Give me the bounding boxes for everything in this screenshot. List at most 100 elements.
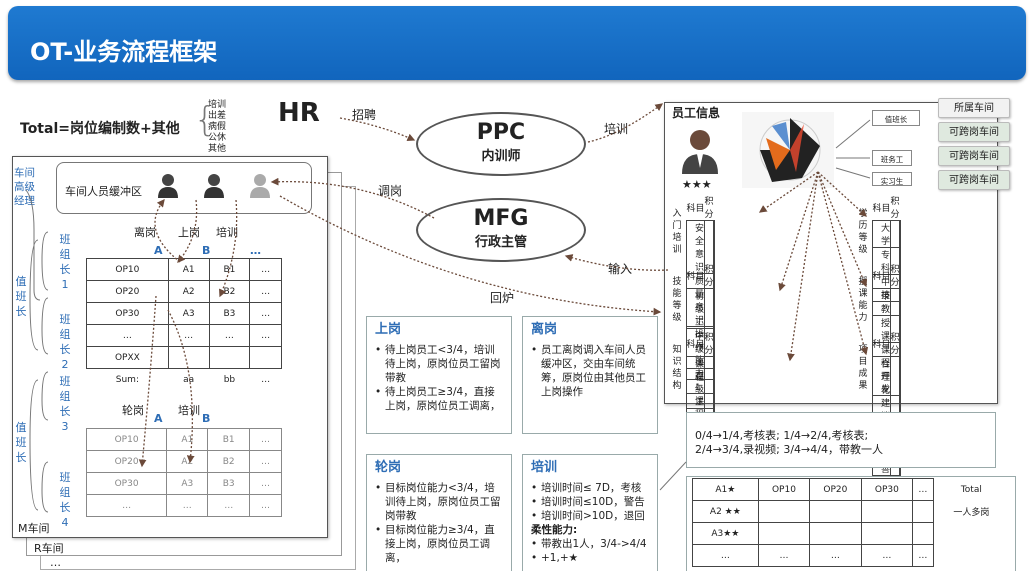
page-title: OT-业务流程框架 [30,38,218,66]
cell: … [860,544,914,567]
mini-worker: 班务工 [872,150,912,166]
score-cell[interactable] [899,288,902,316]
cell: … [85,494,168,517]
cell: A3 [166,472,209,495]
score-cell[interactable] [890,220,901,248]
leave-label: 离岗 [134,226,156,239]
employee-stars: ★★★ [682,178,712,191]
col-more: … [250,244,261,257]
section-label: 学历等级 [858,209,868,255]
column-header: 积分 [890,265,900,288]
column-header: 积分 [704,333,714,356]
cell: … [261,374,271,385]
cell: B2 [208,280,251,303]
table-row: 带教 [871,288,902,316]
onboard-label: 上岗 [178,226,200,239]
cell: B1 [207,428,250,451]
input-label: 输入 [608,262,633,276]
card-item: 待上岗员工<3/4，培训待上岗，原岗位员工留岗带教 [375,343,503,385]
score-cell[interactable] [704,356,715,394]
training-label-2: 培训 [178,404,200,417]
column-header: 积分 [890,197,900,220]
table-row: ………… [85,494,283,517]
table-header-row: 科目积分 [873,330,901,357]
ppc-sub: 内训师 [481,149,521,164]
other-item: 出差 [208,111,227,121]
mfg-title: MFG [473,206,529,231]
score-cell[interactable] [899,220,902,248]
section-label: 知识结构 [672,345,682,391]
train-label: 培训 [604,122,629,136]
rotate-card: 轮岗 目标岗位能力<3/4，培训待上岗，原岗位员工留岗带教目标岗位能力≥3/4，… [366,454,512,571]
cell: … [809,544,862,567]
duty-label-2: 值班长 [15,421,27,464]
cell: … [249,280,282,303]
cell: … [249,324,282,347]
assessment-line-1: 0/4→1/4,考核表; 1/4→2/4,考核表; [695,429,869,442]
column-header: 科目 [686,339,705,350]
column-header: 科目 [686,203,705,214]
cell: … [248,428,283,451]
skill-item: 大学 [871,220,892,248]
cell: OP10 [86,258,169,281]
cell: A2 [166,450,209,473]
mfg-sub: 行政主管 [474,235,527,250]
person-icon [250,174,270,198]
cell: B2 [207,450,250,473]
cell: OP20 [809,478,862,501]
col-a: A [154,244,163,257]
cell: … [248,472,283,495]
cell: Total [960,484,982,495]
cell: OP20 [85,450,168,473]
card-title: 离岗 [531,322,558,337]
card-item: +1,+★ [531,551,649,565]
cell: … [86,324,169,347]
cell: A2 ★★ [692,500,759,523]
person-icon [158,174,178,198]
column-header: 科目 [872,339,891,350]
other-item: 病假 [208,122,227,132]
column-header: 科目 [686,271,705,282]
cell: A2 [167,280,210,303]
person-icon [204,174,224,198]
table-row: ………… [86,324,282,347]
card-item: 带教出1人，3/4->4/4 [531,537,649,551]
section-label: 技能等级 [672,277,682,323]
table-header-row: 科目积分 [873,194,901,221]
recruit-label: 招聘 [352,108,377,122]
cross-workshop-button[interactable]: 可跨岗车间 [938,122,1010,142]
cell: … [167,324,210,347]
card-title: 上岗 [375,322,402,337]
table-header-row: 科目积分 [687,330,715,357]
card-item: 待上岗员工≥3/4，直接上岗，原岗位员工调离， [375,385,503,413]
score-cell[interactable] [890,288,901,316]
card-item: 培训时间≤10D，警告 [531,495,649,509]
score-cell[interactable] [713,356,716,394]
card-item: 员工离岗调入车间人员缓冲区，交由车间统筹，原岗位由其他员工上岗操作 [531,343,649,399]
cell: … [249,258,282,281]
employee-avatar [682,130,718,174]
score-cell[interactable] [704,288,715,329]
transfer-label: 调岗 [378,184,403,198]
cell [208,346,251,369]
cell: A1 [167,258,210,281]
cell: OP20 [86,280,169,303]
cell: … [248,494,283,517]
table-header-row: 科目积分 [873,262,901,289]
rotate-label: 轮岗 [122,404,144,417]
return-label: 回炉 [490,291,515,305]
cell: … [249,302,282,325]
score-cell[interactable] [713,288,716,329]
other-item: 公休 [208,133,227,143]
lead-label-3: 班组长3 [59,375,71,433]
mini-intern: 实习生 [872,172,912,186]
skill-item: 课程1 [685,356,706,394]
cross-workshop-button[interactable]: 可跨岗车间 [938,170,1010,190]
home-workshop-button[interactable]: 所属车间 [938,98,1010,118]
cross-workshop-button[interactable]: 可跨岗车间 [938,146,1010,166]
table-row: A3★★ [692,522,1010,545]
card-title: 培训 [531,460,558,475]
